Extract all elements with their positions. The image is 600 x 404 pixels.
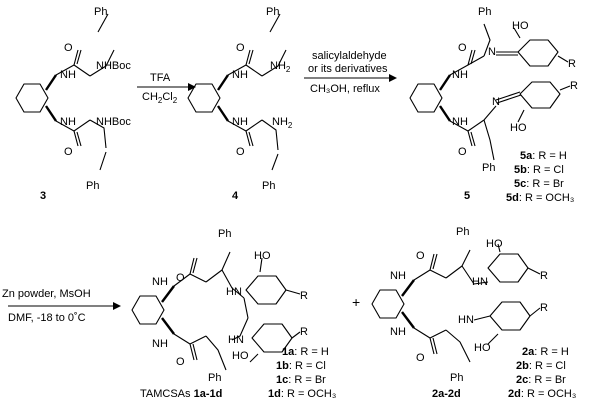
carbonyl-o-label: O [236, 42, 245, 54]
legend-5a: 5a: R = H [520, 150, 567, 162]
legend-5b: 5b: R = Cl [514, 164, 564, 176]
amine-hn-label: HN [228, 334, 244, 346]
hydroxyl-label: HO [512, 20, 529, 32]
amide-nh-label: NH [452, 116, 468, 128]
amide-nh-label: NH [452, 69, 468, 81]
nhboc-label: NHBoc [96, 60, 131, 72]
amine-hn-label: HN [226, 286, 242, 298]
carbonyl-o-label: O [416, 250, 425, 262]
amine-hn-label: HN [472, 276, 488, 288]
carbonyl-o-label: O [416, 352, 425, 364]
arrow-3-conditions: DMF, -18 to 0˚C [8, 312, 86, 324]
amine-nh2-label: NH2 [272, 116, 293, 131]
legend-1b: 1b: R = Cl [276, 360, 326, 372]
nhboc-label: NHBoc [96, 116, 131, 128]
hydroxyl-label: HO [474, 342, 491, 354]
substituent-r-label: R [300, 326, 308, 338]
phenyl-label: Ph [208, 372, 222, 384]
amide-nh-label: NH [152, 276, 168, 288]
substituent-r-label: R [300, 290, 308, 302]
imine-n-label: N [488, 46, 496, 58]
phenyl-label: Ph [456, 226, 470, 238]
legend-5d: 5d: R = OCH₃ [506, 192, 575, 204]
legend-1d: 1d: R = OCH₃ [268, 388, 337, 400]
arrow-1-reagent: TFA [150, 72, 171, 84]
compound-5-structure [409, 23, 571, 161]
legend-5c: 5c: R = Br [514, 178, 564, 190]
amide-nh-label: NH [232, 69, 248, 81]
substituent-r-label: R [540, 302, 548, 314]
arrow-2-reagent-note: or its derivatives [308, 63, 388, 75]
phenyl-label: Ph [262, 180, 276, 192]
compound-5-label: 5 [464, 190, 471, 202]
arrow-2-reagent: salicylaldehyde [312, 50, 387, 62]
carbonyl-o-label: O [458, 42, 467, 54]
legend-2c: 2c: R = Br [516, 374, 566, 386]
compound-4-structure [187, 13, 287, 171]
phenyl-label: Ph [94, 6, 108, 18]
imine-n-label: N [492, 96, 500, 108]
amine-hn-label: HN [458, 314, 474, 326]
compound-2-structure [371, 243, 541, 363]
amide-nh-label: NH [60, 69, 76, 81]
compound-4-label: 4 [232, 190, 239, 202]
amide-nh-label: NH [232, 116, 248, 128]
phenyl-label: Ph [218, 228, 232, 240]
carbonyl-o-label: O [176, 272, 185, 284]
legend-2a: 2a: R = H [522, 346, 569, 358]
compound-3-label: 3 [40, 190, 47, 202]
substituent-r-label: R [570, 80, 578, 92]
amide-nh-label: NH [152, 338, 168, 350]
legend-2d: 2d: R = OCH₃ [508, 388, 577, 400]
amide-nh-label: NH [390, 326, 406, 338]
compound-2-label: 2a-2d [432, 388, 461, 400]
legend-1c: 1c: R = Br [276, 374, 326, 386]
amide-nh-label: NH [60, 116, 76, 128]
tamcsa-label: TAMCSAs 1a-1d [140, 388, 223, 400]
compound-3-structure [15, 13, 115, 171]
phenyl-label: Ph [482, 162, 496, 174]
tamcsa-structure [131, 251, 301, 371]
amine-nh2-label: NH2 [270, 60, 291, 75]
hydroxyl-label: HO [486, 238, 503, 250]
carbonyl-o-label: O [64, 42, 73, 54]
carbonyl-o-label: O [236, 146, 245, 158]
plus-sign: + [352, 294, 361, 310]
arrow-3-reagent: Zn powder, MsOH [2, 288, 91, 300]
phenyl-label: Ph [478, 6, 492, 18]
arrow-2-conditions: CH₃OH, reflux [310, 83, 380, 95]
phenyl-label: Ph [450, 372, 464, 384]
substituent-r-label: R [568, 58, 576, 70]
phenyl-label: Ph [86, 180, 100, 192]
carbonyl-o-label: O [64, 146, 73, 158]
arrow-1-solvent: CH2Cl2 [142, 91, 178, 106]
carbonyl-o-label: O [458, 146, 467, 158]
hydroxyl-label: HO [510, 122, 527, 134]
substituent-r-label: R [540, 270, 548, 282]
carbonyl-o-label: O [176, 356, 185, 368]
legend-1a: 1a: R = H [282, 346, 329, 358]
hydroxyl-label: HO [232, 350, 249, 362]
amide-nh-label: NH [390, 270, 406, 282]
phenyl-label: Ph [266, 6, 280, 18]
legend-2b: 2b: R = Cl [516, 360, 566, 372]
hydroxyl-label: HO [254, 250, 271, 262]
